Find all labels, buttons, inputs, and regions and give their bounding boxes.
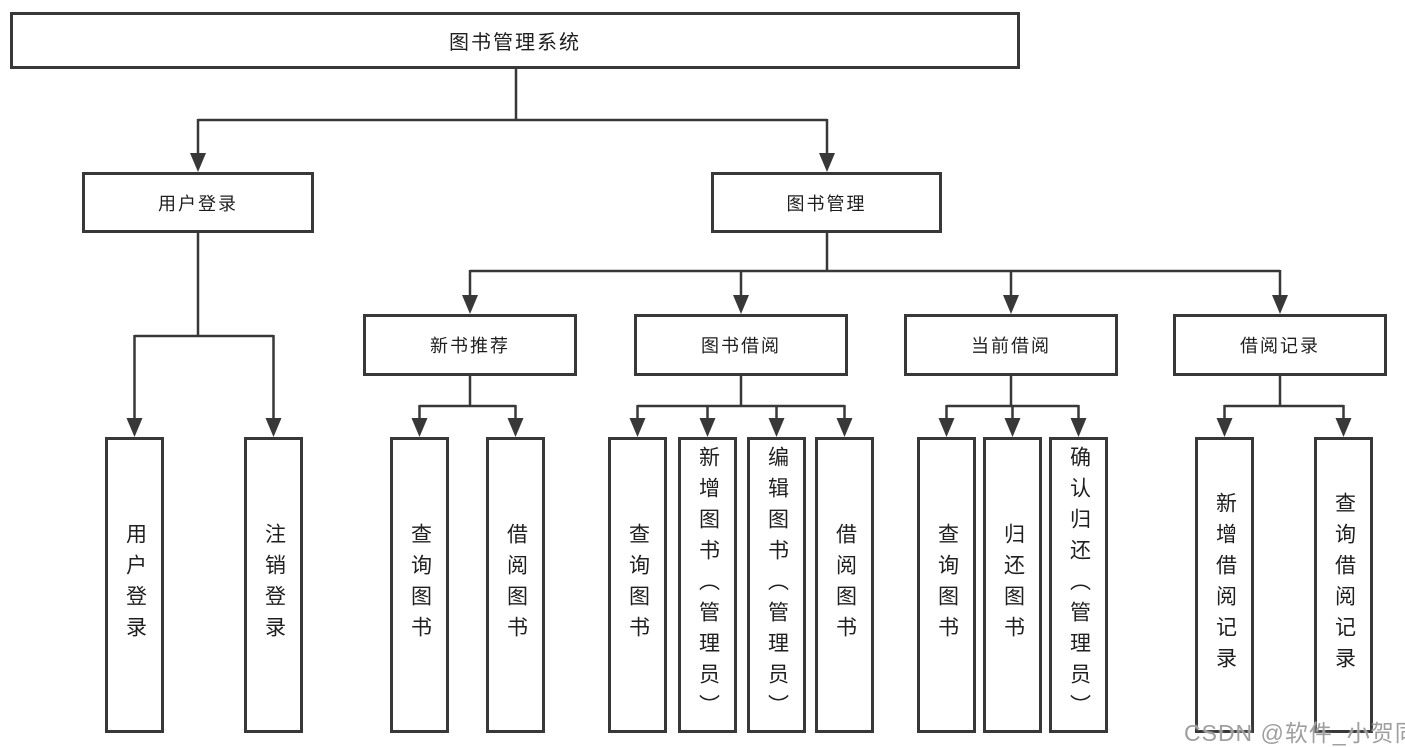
- node-label: 图书借阅: [701, 336, 781, 356]
- node-leaf-confirm-return-admin: 确认归还（管理员）: [1049, 437, 1108, 733]
- node-label: 新增借阅记录: [1213, 492, 1237, 678]
- node-label: 查询图书: [626, 523, 650, 647]
- arrowhead: [629, 418, 646, 437]
- node-label: 借阅图书: [833, 523, 857, 647]
- node-leaf-borrow-books-borrowing: 借阅图书: [815, 437, 874, 733]
- node-label: 用户登录: [158, 193, 238, 214]
- node-root-label: 图书管理系统: [449, 32, 581, 54]
- connector-records-junction: [1223, 376, 1345, 418]
- arrowhead: [462, 295, 478, 314]
- node-label: 注销登录: [262, 523, 286, 647]
- node-label: 编辑图书（管理员）: [765, 445, 789, 725]
- arrowhead: [190, 153, 206, 172]
- node-label: 新增图书（管理员）: [696, 445, 720, 725]
- node-label: 当前借阅: [971, 336, 1051, 356]
- node-leaf-borrow-books-recommend: 借阅图书: [486, 437, 545, 733]
- arrowhead: [1004, 418, 1021, 437]
- node-label: 查询图书: [935, 523, 959, 647]
- csdn-watermark: CSDN @软件_小贺同学: [1184, 720, 1405, 746]
- node-label: 查询借阅记录: [1332, 492, 1356, 678]
- arrowhead: [733, 295, 749, 314]
- connector-recommend-junction: [418, 376, 517, 418]
- node-leaf-query-borrow-record: 查询借阅记录: [1314, 437, 1373, 733]
- arrowhead: [699, 418, 716, 437]
- connector-current-junction: [945, 376, 1080, 418]
- node-label: 用户登录: [123, 523, 147, 647]
- connector-borrowing-junction: [636, 376, 846, 418]
- connector-root-to-level2: [196, 68, 829, 153]
- node-label: 归还图书: [1001, 523, 1025, 647]
- node-label: 借阅记录: [1240, 336, 1320, 356]
- node-leaf-user-login: 用户登录: [105, 437, 164, 733]
- node-leaf-edit-book-admin: 编辑图书（管理员）: [747, 437, 806, 733]
- connector-userlogin-junction: [133, 233, 275, 418]
- node-leaf-logout: 注销登录: [244, 437, 303, 733]
- arrowhead: [1335, 418, 1352, 437]
- arrowhead: [819, 153, 835, 172]
- node-leaf-query-books-borrowing: 查询图书: [608, 437, 667, 733]
- node-book-management-branch: 图书管理: [711, 172, 942, 233]
- arrowhead: [507, 418, 524, 437]
- node-borrowing-records: 借阅记录: [1173, 314, 1387, 376]
- node-user-login-branch: 用户登录: [82, 172, 314, 233]
- node-leaf-query-books-current: 查询图书: [917, 437, 976, 733]
- node-label: 确认归还（管理员）: [1067, 445, 1091, 725]
- node-label: 图书管理: [786, 193, 867, 214]
- arrowhead: [836, 418, 853, 437]
- arrowhead: [1070, 418, 1087, 437]
- node-leaf-query-books-recommend: 查询图书: [390, 437, 449, 733]
- arrowhead: [768, 418, 785, 437]
- arrowhead: [411, 418, 428, 437]
- arrowhead: [1216, 418, 1233, 437]
- arrowhead: [1003, 295, 1019, 314]
- node-label: 借阅图书: [504, 523, 528, 647]
- node-root: 图书管理系统: [10, 12, 1020, 69]
- node-current-borrowing: 当前借阅: [904, 314, 1118, 376]
- arrowhead: [265, 418, 282, 437]
- node-label: 新书推荐: [430, 336, 510, 356]
- arrowhead: [938, 418, 955, 437]
- arrowhead: [126, 418, 143, 437]
- node-leaf-return-book: 归还图书: [983, 437, 1042, 733]
- node-leaf-add-borrow-record: 新增借阅记录: [1195, 437, 1254, 733]
- node-new-book-recommend: 新书推荐: [363, 314, 577, 376]
- node-book-borrowing: 图书借阅: [634, 314, 848, 376]
- node-leaf-add-book-admin: 新增图书（管理员）: [678, 437, 737, 733]
- connector-bookmgmt-junction: [468, 233, 1282, 295]
- arrowhead: [1272, 295, 1288, 314]
- node-label: 查询图书: [408, 523, 432, 647]
